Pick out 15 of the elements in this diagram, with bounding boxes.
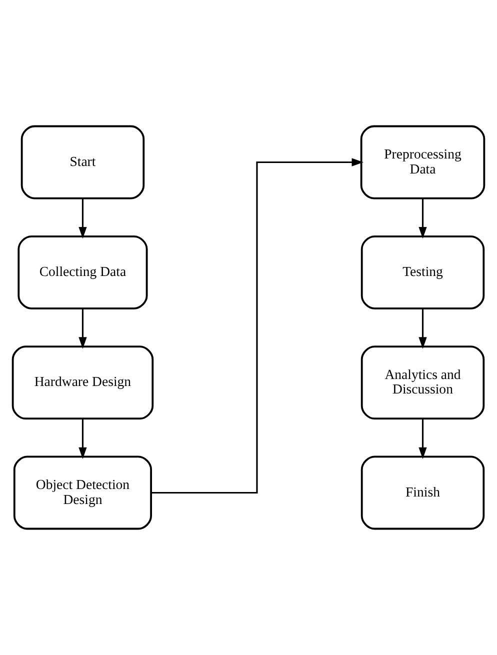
node-box: Testing <box>360 235 485 310</box>
node-box: Hardware Design <box>12 346 154 420</box>
arrow <box>418 308 427 349</box>
arrow <box>78 418 87 459</box>
node-box: Object Detection Design <box>13 456 152 530</box>
node-box: Start <box>20 125 145 200</box>
arrow <box>78 308 87 349</box>
node-box: Collecting Data <box>18 235 148 310</box>
arrow <box>78 198 87 239</box>
node-box: Analytics and Discussion <box>360 346 485 420</box>
arrow <box>418 418 427 459</box>
arrow <box>151 158 364 494</box>
node-box: Preprocessing Data <box>360 125 486 200</box>
node-box: Finish <box>360 456 485 530</box>
arrow <box>418 198 427 239</box>
